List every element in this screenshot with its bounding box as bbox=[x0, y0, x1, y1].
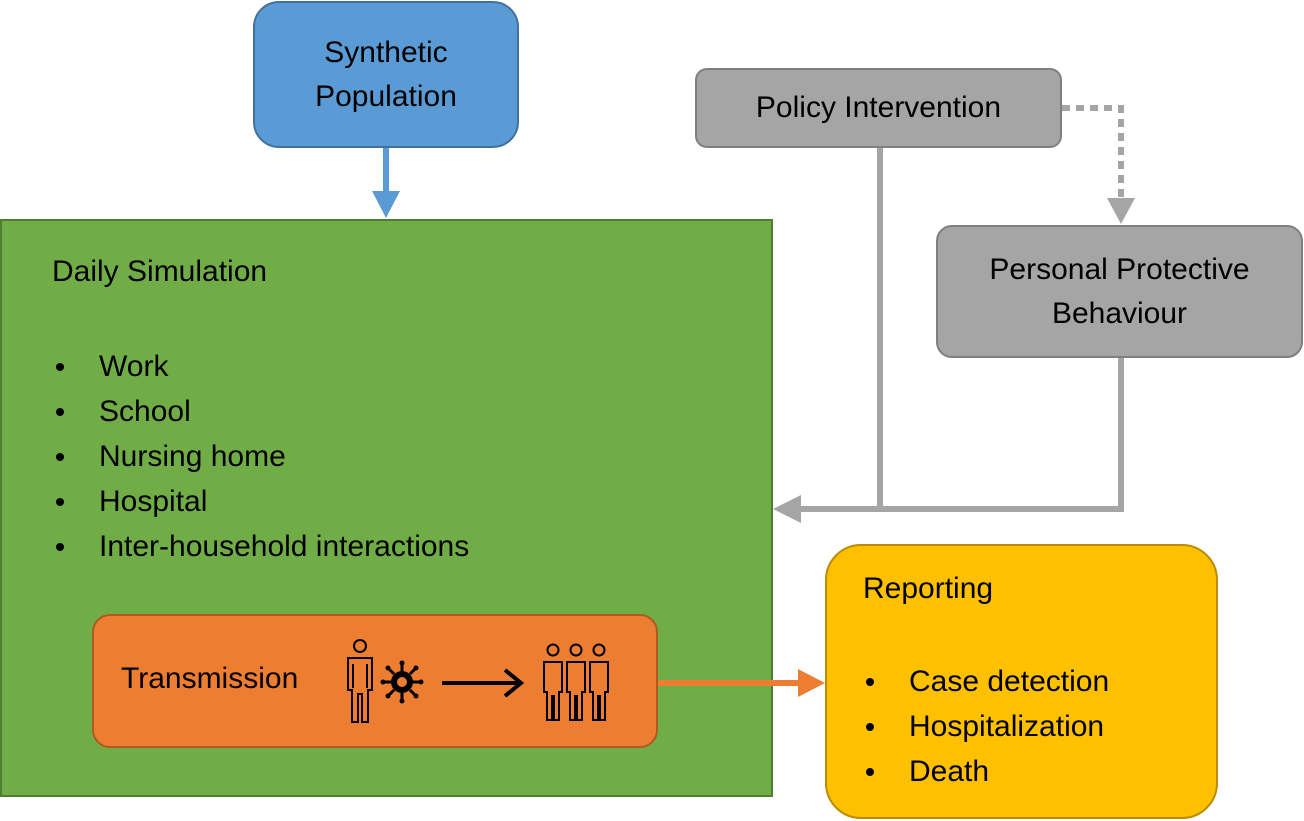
list-item: Nursing home bbox=[53, 434, 469, 479]
personal-protective-behaviour-box: Personal Protective Behaviour bbox=[936, 225, 1303, 358]
list-item: Case detection bbox=[863, 659, 1109, 704]
reporting-title: Reporting bbox=[863, 572, 994, 605]
gray-arrowhead bbox=[773, 495, 801, 523]
daily-simulation-list: Work School Nursing home Hospital Inter-… bbox=[53, 344, 469, 569]
list-item: Inter-household interactions bbox=[53, 524, 469, 569]
reporting-box: Reporting Case detection Hospitalization… bbox=[825, 544, 1218, 819]
virus-icon bbox=[380, 660, 424, 704]
transmission-label: Transmission bbox=[121, 662, 299, 695]
personal-protective-behaviour-label: Personal Protective Behaviour bbox=[989, 252, 1250, 330]
list-item: Hospitalization bbox=[863, 704, 1109, 749]
population-arrowhead bbox=[372, 191, 400, 218]
list-item: Work bbox=[53, 344, 469, 389]
policy-to-ppb-dotted-arrow bbox=[1062, 105, 1124, 200]
dotted-arrowhead bbox=[1107, 198, 1135, 224]
list-item: School bbox=[53, 389, 469, 434]
synthetic-population-box: Synthetic Population bbox=[253, 1, 519, 148]
reporting-list: Case detection Hospitalization Death bbox=[863, 659, 1109, 794]
policy-intervention-box: Policy Intervention bbox=[695, 68, 1062, 148]
person-icon bbox=[347, 639, 373, 723]
synthetic-population-label: Synthetic Population bbox=[315, 35, 457, 113]
policy-intervention-label: Policy Intervention bbox=[755, 91, 1002, 124]
daily-simulation-title: Daily Simulation bbox=[52, 255, 268, 288]
group-icon bbox=[543, 643, 609, 721]
arrow-right-icon bbox=[442, 668, 525, 698]
orange-arrowhead bbox=[798, 669, 825, 697]
transmission-box: Transmission bbox=[92, 614, 658, 748]
transmission-illustration bbox=[347, 639, 609, 723]
list-item: Hospital bbox=[53, 479, 469, 524]
list-item: Death bbox=[863, 749, 1109, 794]
